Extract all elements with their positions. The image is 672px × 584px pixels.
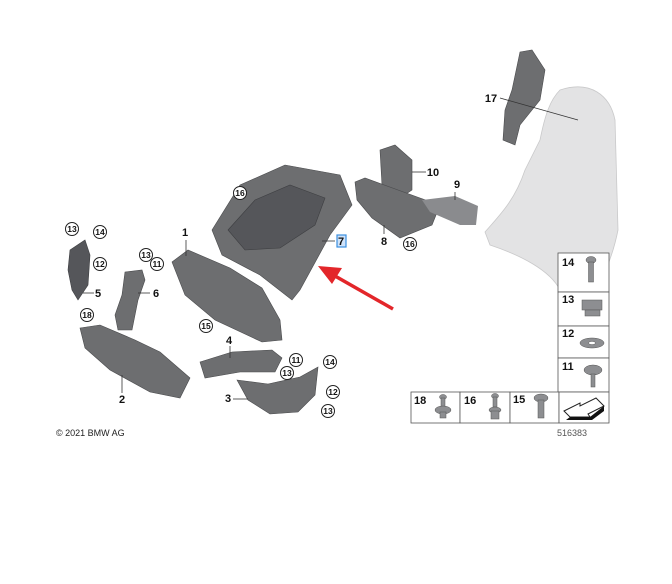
rivet-16-icon — [488, 393, 502, 420]
part-2 — [79, 324, 191, 399]
callout-14[interactable]: 14 — [93, 225, 107, 239]
callout-14[interactable]: 14 — [323, 355, 337, 369]
part-label-4[interactable]: 4 — [226, 335, 233, 347]
screw-11-icon — [583, 364, 603, 388]
callout-12[interactable]: 12 — [326, 385, 340, 399]
screw-15-icon — [533, 393, 549, 419]
direction-arrow-icon — [563, 397, 605, 420]
callout-18[interactable]: 18 — [80, 308, 94, 322]
part-label-6[interactable]: 6 — [153, 288, 159, 300]
callout-11[interactable]: 11 — [289, 353, 303, 367]
legend-number: 11 — [562, 361, 574, 373]
callout-13[interactable]: 13 — [65, 222, 79, 236]
callout-number: 15 — [201, 321, 211, 331]
rivet-18-icon — [434, 394, 452, 419]
legend-number: 12 — [562, 328, 574, 340]
callout-13[interactable]: 13 — [280, 366, 294, 380]
legend-number: 18 — [414, 395, 426, 407]
part-label-17[interactable]: 17 — [485, 93, 497, 105]
callout-number: 13 — [323, 406, 333, 416]
highlight-box — [336, 234, 347, 248]
part-7-interior — [227, 184, 326, 251]
copyright-text: © 2021 BMW AG — [56, 428, 125, 438]
washer-12-icon — [579, 337, 605, 349]
part-label-7[interactable]: 7 — [338, 236, 344, 248]
callout-number: 14 — [325, 357, 335, 367]
callout-16[interactable]: 16 — [233, 186, 247, 200]
callout-number: 16 — [405, 239, 415, 249]
callout-11[interactable]: 11 — [150, 257, 164, 271]
callout-15[interactable]: 15 — [199, 319, 213, 333]
callout-number: 13 — [141, 250, 151, 260]
callout-16[interactable]: 16 — [403, 237, 417, 251]
part-6 — [114, 269, 146, 331]
red-arrow-icon — [318, 266, 394, 311]
part-4 — [199, 349, 283, 379]
callout-number: 12 — [328, 387, 338, 397]
callout-number: 11 — [292, 355, 301, 365]
screw-14-icon — [585, 256, 597, 283]
fastener-legend: 14 13 12 11 18 16 15 — [410, 252, 610, 424]
callout-13[interactable]: 13 — [321, 404, 335, 418]
callout-number: 13 — [282, 368, 292, 378]
callout-13[interactable]: 13 — [139, 248, 153, 262]
leader-line — [499, 97, 579, 121]
callout-number: 11 — [153, 259, 162, 269]
callout-number: 18 — [82, 310, 92, 320]
vehicle-body-panel — [484, 86, 619, 301]
legend-number: 14 — [562, 257, 575, 269]
part-label-1[interactable]: 1 — [182, 227, 188, 239]
part-label-5[interactable]: 5 — [95, 288, 101, 300]
part-3 — [236, 366, 319, 415]
callout-number: 16 — [235, 188, 245, 198]
callout-number: 12 — [95, 259, 105, 269]
part-9 — [422, 196, 478, 225]
part-label-10[interactable]: 10 — [427, 167, 439, 179]
part-label-2[interactable]: 2 — [119, 394, 125, 406]
diagram-number: 516383 — [557, 428, 587, 438]
legend-number: 13 — [562, 294, 574, 306]
part-label-9[interactable]: 9 — [454, 179, 460, 191]
part-label-8[interactable]: 8 — [381, 236, 387, 248]
callout-number: 14 — [95, 227, 105, 237]
legend-number: 16 — [464, 395, 476, 407]
part-1 — [171, 249, 283, 343]
part-8 — [354, 177, 441, 239]
part-label-3[interactable]: 3 — [225, 393, 231, 405]
callout-12[interactable]: 12 — [93, 257, 107, 271]
callout-number: 13 — [67, 224, 77, 234]
legend-number: 15 — [513, 394, 525, 406]
clip-nut-13-icon — [581, 299, 603, 317]
part-5 — [67, 239, 91, 301]
part-17 — [502, 49, 546, 146]
